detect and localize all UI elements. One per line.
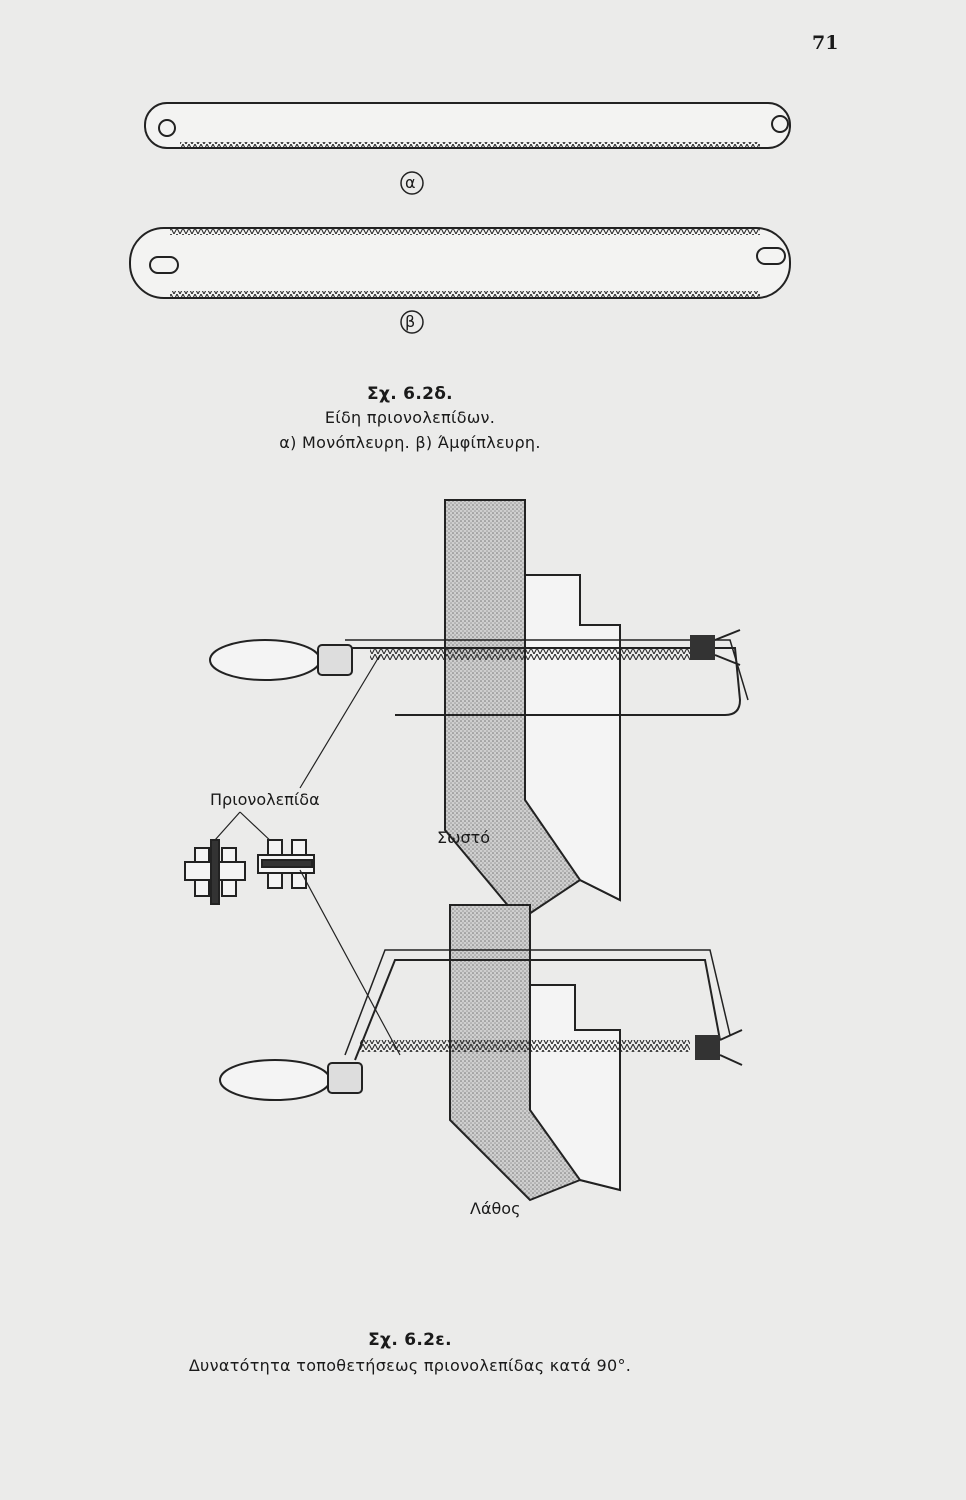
figure-1-caption-line1: Είδη πριονολεπίδων. bbox=[324, 408, 496, 427]
label-a: α bbox=[405, 173, 416, 192]
label-b-circle bbox=[400, 310, 424, 334]
blade-label: Πριονολεπίδα bbox=[210, 790, 320, 809]
figure-2-title: Σχ. 6.2ε. bbox=[368, 1330, 452, 1350]
figure-1-title: Σχ. 6.2δ. bbox=[367, 384, 453, 404]
label-b: β bbox=[405, 312, 416, 331]
single-sided-blade bbox=[144, 102, 791, 149]
correct-label: Σωστό bbox=[437, 828, 491, 847]
double-sided-blade bbox=[129, 227, 791, 299]
hacksaw-correct bbox=[209, 499, 749, 922]
wrong-label: Λάθος bbox=[470, 1199, 521, 1218]
figure-2-caption: Δυνατότητα τοποθετήσεως πριονολεπίδας κα… bbox=[188, 1356, 632, 1375]
blade-orientation-icons bbox=[184, 839, 315, 905]
page-number: 71 bbox=[812, 32, 839, 54]
figure-1-caption-line2: α) Μονόπλευρη. β) Άμφίπλευρη. bbox=[279, 433, 541, 452]
hacksaw-wrong bbox=[219, 904, 743, 1202]
label-a-circle bbox=[400, 171, 424, 195]
